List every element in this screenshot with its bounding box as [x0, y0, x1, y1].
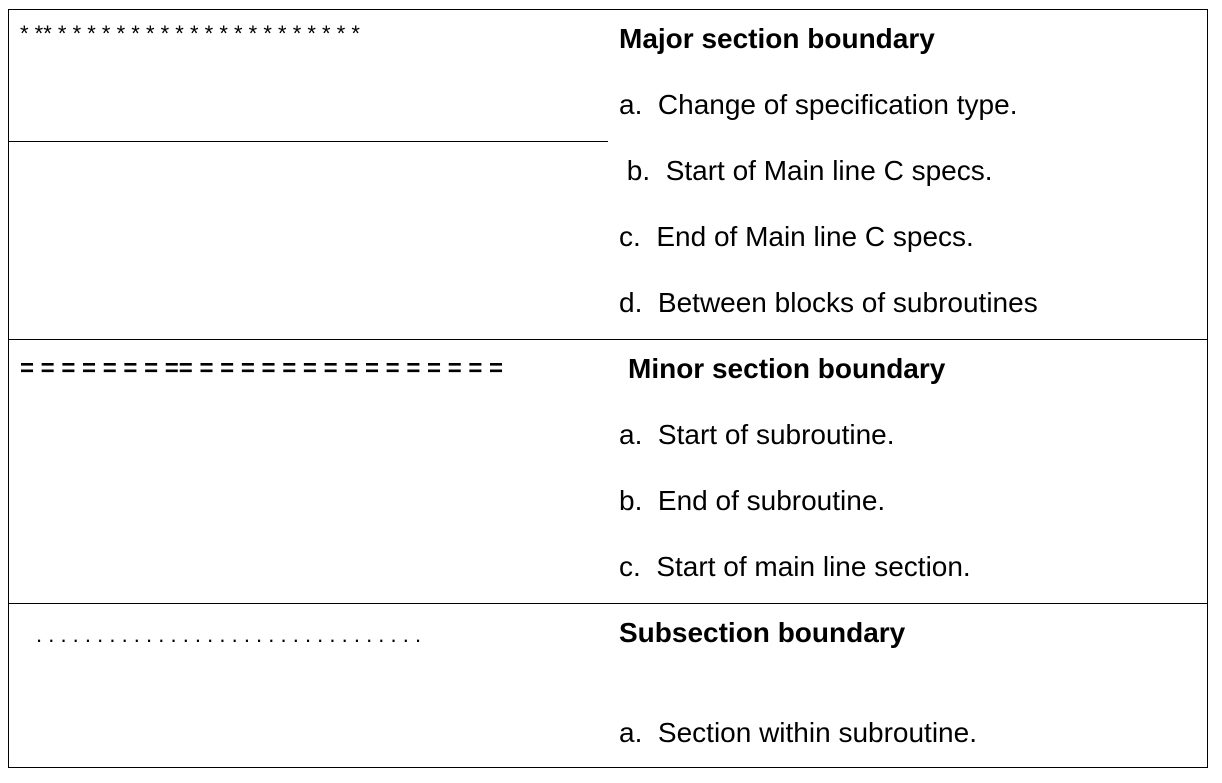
row-divider-major-minor	[8, 339, 1208, 340]
major-marker-underline	[8, 141, 608, 142]
minor-boundary-item: a. Start of subroutine.	[619, 419, 895, 450]
major-boundary-item: d. Between blocks of subroutines	[619, 287, 1038, 318]
major-boundary-item: c. End of Main line C specs.	[619, 221, 974, 252]
major-boundary-heading: Major section boundary	[619, 23, 935, 54]
major-boundary-item: a. Change of specification type.	[619, 89, 1018, 120]
minor-boundary-item: c. Start of main line section.	[619, 551, 971, 582]
boundary-legend-table	[8, 9, 1208, 768]
row-divider-minor-subsection	[8, 603, 1208, 604]
subsection-boundary-heading: Subsection boundary	[619, 617, 906, 648]
major-boundary-marker: * ** * * * * * * * * * * * * * * * * * *…	[20, 21, 360, 46]
subsection-boundary-item: a. Section within subroutine.	[619, 717, 977, 748]
minor-boundary-heading: Minor section boundary	[628, 353, 946, 384]
minor-boundary-item: b. End of subroutine.	[619, 485, 886, 516]
subsection-boundary-marker: . . . . . . . . . . . . . . . . . . . . …	[36, 622, 422, 647]
major-boundary-item: b. Start of Main line C specs.	[619, 155, 993, 186]
minor-boundary-marker: = = = = = = = == = = = = = = = = = = = =…	[20, 355, 504, 382]
